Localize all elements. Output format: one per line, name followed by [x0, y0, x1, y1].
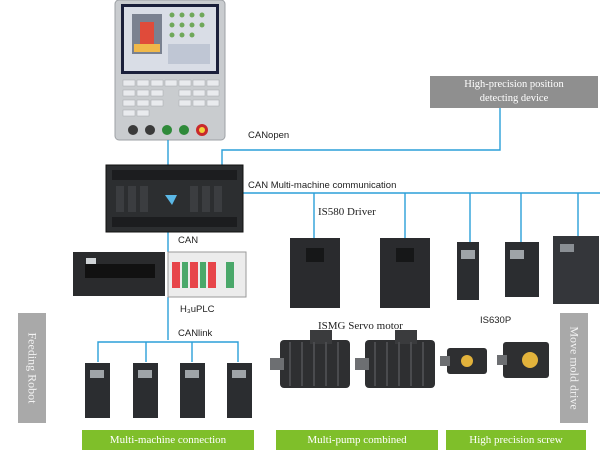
can-multi-label: CAN Multi-machine communication	[248, 180, 397, 191]
move-mold-cabinet	[553, 236, 599, 304]
ismg-label: ISMG Servo motor	[318, 320, 403, 332]
small-drives	[85, 363, 252, 418]
main-controller	[105, 164, 244, 233]
hmi-panel	[114, 0, 226, 141]
is580-drivers	[290, 238, 430, 308]
tab-multi-machine[interactable]: Multi-machine connection	[82, 430, 254, 450]
canlink-label: CANlink	[178, 328, 213, 339]
is630p-drives	[457, 242, 539, 300]
plc-unit	[73, 251, 247, 298]
feeding-robot-tag: Feeding Robot	[18, 313, 46, 423]
connection-lines	[97, 108, 600, 362]
h3u-plc-label: H₃uPLC	[180, 304, 215, 315]
is630p-label: IS630P	[480, 315, 512, 326]
ismg-motors	[270, 330, 435, 388]
position-detecting-label: High-precision position detecting device	[464, 79, 564, 104]
move-mold-tag: Move mold drive	[560, 313, 588, 423]
move-mold-label: Move mold drive	[567, 326, 582, 410]
canopen-label: CANopen	[248, 130, 290, 141]
is580-label: IS580 Driver	[318, 206, 376, 218]
feeding-robot-label: Feeding Robot	[25, 332, 40, 404]
can-label: CAN	[178, 235, 199, 246]
tab-high-precision-screw[interactable]: High precision screw	[446, 430, 586, 450]
position-detecting-box: High-precision position detecting device	[430, 76, 598, 108]
tab-multi-pump[interactable]: Multi-pump combined	[276, 430, 438, 450]
small-servo-motors	[440, 342, 549, 378]
